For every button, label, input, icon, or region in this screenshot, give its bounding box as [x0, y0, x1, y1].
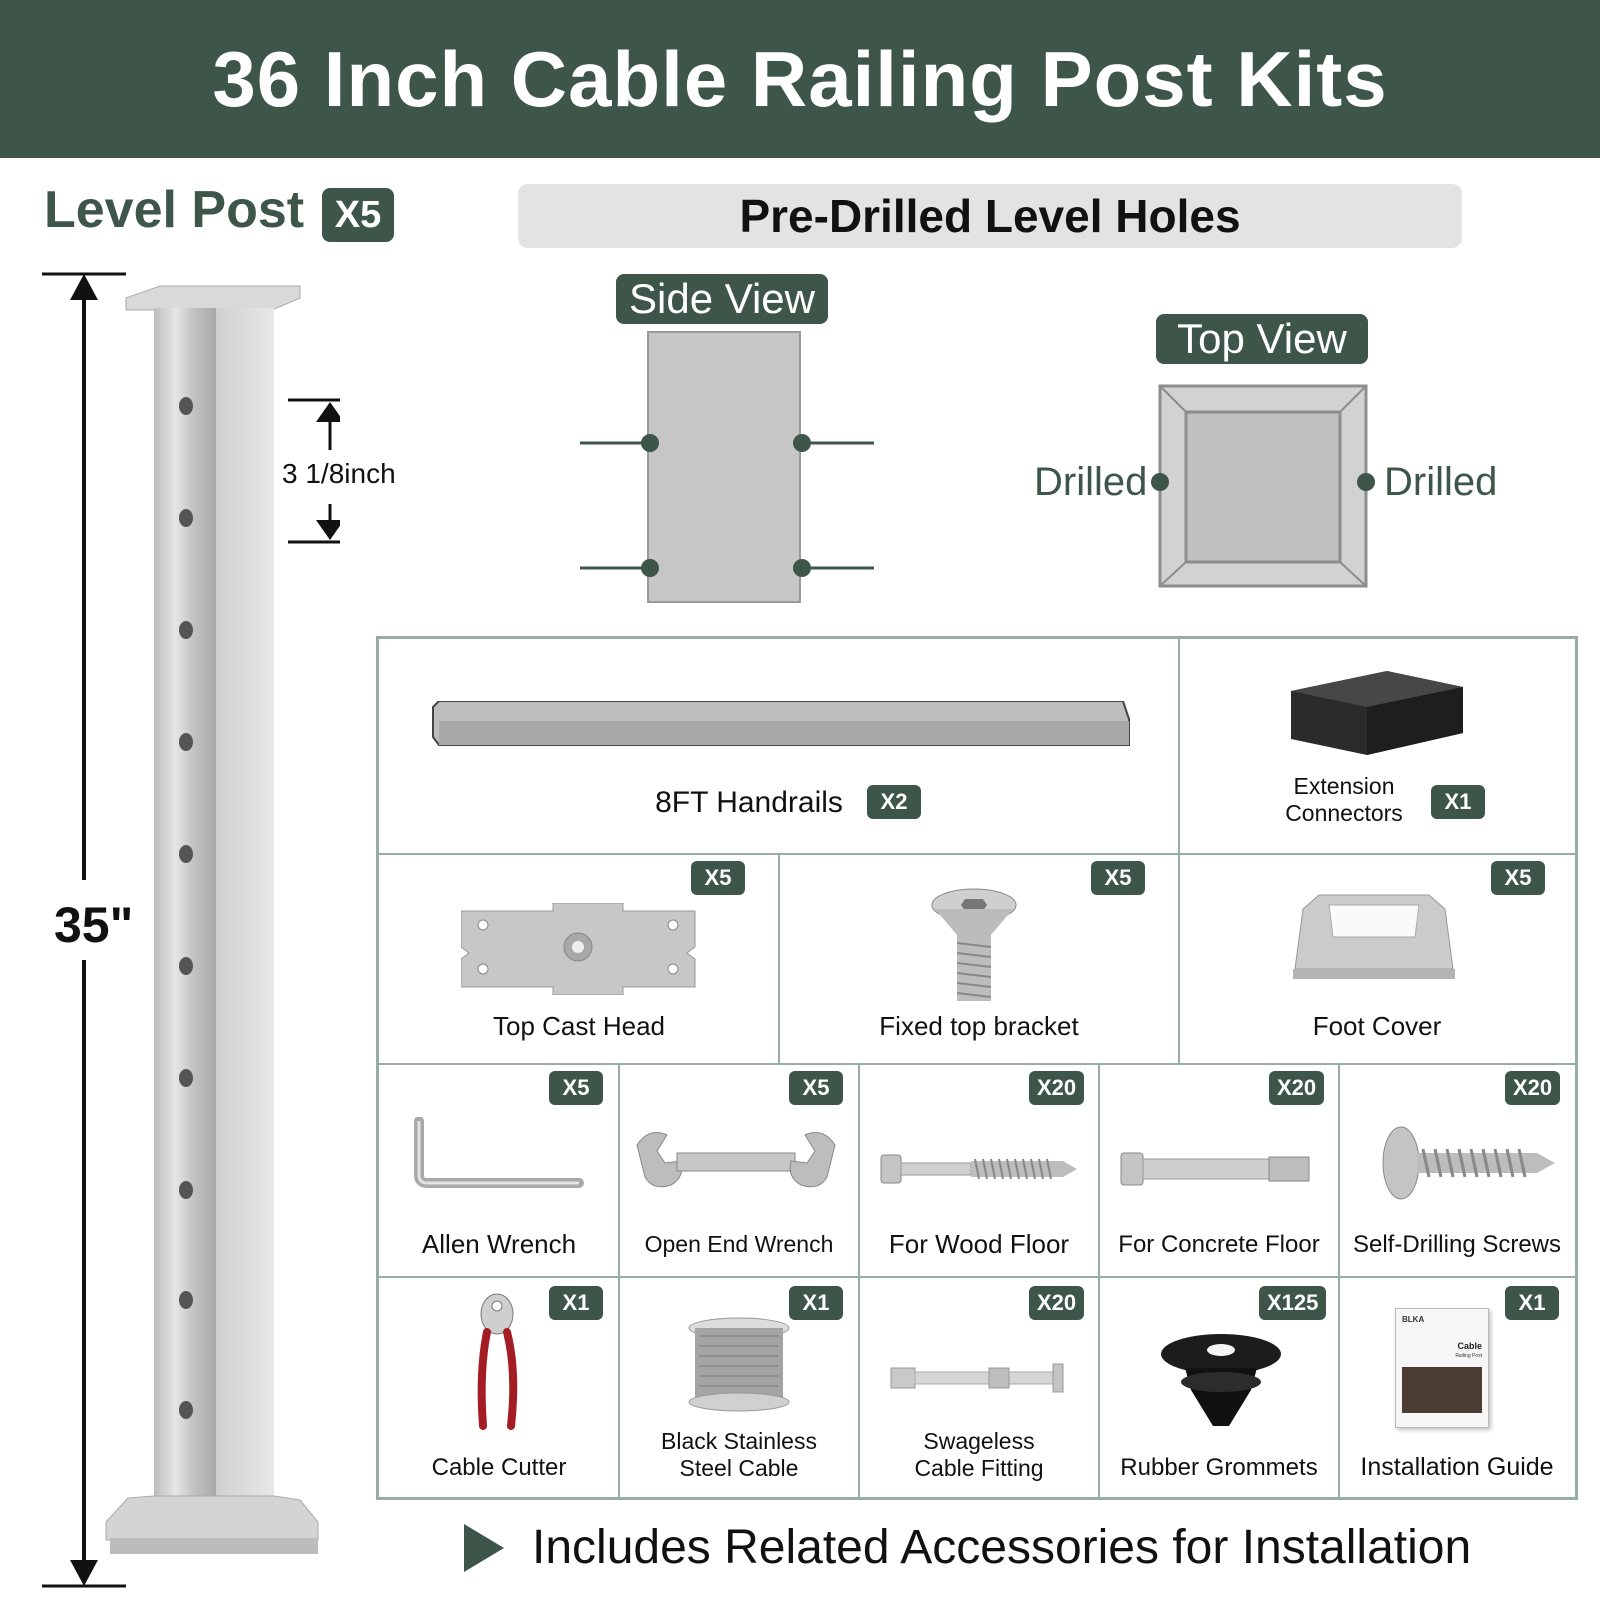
lag-screw-icon — [880, 1154, 1077, 1184]
item-label: Foot Cover — [1312, 1011, 1442, 1041]
qty-badge: X5 — [691, 861, 745, 895]
item-swageless-fitting: X20 Swageless Cable Fitting — [859, 1276, 1099, 1497]
side-view-tag: Side View — [616, 274, 828, 324]
item-label: Open End Wrench — [644, 1231, 834, 1257]
qty-badge: X5 — [1491, 861, 1545, 895]
qty-badge: X125 — [1259, 1286, 1327, 1320]
page-title: 36 Inch Cable Railing Post Kits — [0, 0, 1600, 158]
cable-cutter-icon — [477, 1293, 518, 1430]
top-cast-head-icon — [461, 903, 696, 995]
open-end-wrench-icon — [636, 1132, 836, 1188]
item-label: 8FT Handrails — [655, 786, 843, 819]
drilled-label-left: Drilled — [1034, 460, 1148, 504]
item-wood-floor: X20 For Wood Floor — [859, 1063, 1099, 1276]
qty-badge: X5 — [1091, 861, 1145, 895]
qty-badge: X20 — [1029, 1071, 1085, 1105]
item-label: Black Stainless Steel Cable — [661, 1428, 817, 1481]
hole-spacing-label: 3 1/8inch — [282, 458, 396, 489]
item-label: Allen Wrench — [421, 1229, 577, 1259]
qty-badge: X1 — [789, 1286, 843, 1320]
item-foot-cover: X5 Foot Cover — [1179, 853, 1575, 1063]
item-label: Rubber Grommets — [1120, 1454, 1318, 1481]
item-installation-guide: X1 BLKA Cable Railing Post Installation … — [1339, 1276, 1575, 1497]
qty-badge: X20 — [1505, 1071, 1561, 1105]
item-label: Fixed top bracket — [879, 1011, 1079, 1041]
qty-badge: X1 — [1431, 785, 1485, 819]
handrail-icon — [432, 701, 1130, 746]
item-extension-connectors: Extension Connectors X1 — [1179, 639, 1575, 853]
self-drilling-screw-icon — [1382, 1126, 1555, 1200]
bracket-screw-icon — [931, 888, 1017, 1001]
level-post-title: Level Post — [44, 181, 305, 239]
item-label: Installation Guide — [1360, 1453, 1554, 1481]
grommet-icon — [1161, 1334, 1281, 1426]
qty-badge: X1 — [549, 1286, 603, 1320]
cable-spool-icon — [688, 1317, 790, 1412]
qty-badge: X5 — [789, 1071, 843, 1105]
item-top-cast-head: X5 Top Cast Head — [379, 853, 779, 1063]
item-rubber-grommets: X125 Rubber Grommets — [1099, 1276, 1339, 1497]
qty-badge: X2 — [867, 785, 921, 819]
top-view-diagram — [1151, 384, 1375, 588]
foot-cover-icon — [1293, 894, 1455, 979]
item-stainless-cable: X1 Black Stainless Steel Cable — [619, 1276, 859, 1497]
item-label: Top Cast Head — [493, 1011, 665, 1041]
item-label: Self-Drilling Screws — [1352, 1231, 1562, 1258]
qty-badge: X1 — [1505, 1286, 1559, 1320]
post-height-label: 35" — [54, 897, 134, 953]
guide-subtitle: Railing Post — [1455, 1353, 1482, 1359]
top-view-tag: Top View — [1156, 314, 1368, 364]
item-fixed-top-bracket: X5 Fixed top bracket — [779, 853, 1179, 1063]
item-cable-cutter: X1 Cable Cutter — [379, 1276, 619, 1497]
guide-photo — [1402, 1367, 1482, 1413]
guide-booklet-icon: BLKA Cable Railing Post — [1395, 1308, 1489, 1428]
item-handrails: 8FT Handrails X2 — [379, 639, 1179, 853]
item-label: For Concrete Floor — [1118, 1231, 1320, 1258]
drilled-label-right: Drilled — [1384, 460, 1498, 504]
cable-fitting-icon — [890, 1363, 1064, 1393]
item-label: Swageless Cable Fitting — [914, 1428, 1044, 1481]
item-label: Extension Connectors — [1285, 773, 1403, 826]
footer-note: Includes Related Accessories for Install… — [464, 1520, 1471, 1575]
side-view-diagram — [580, 331, 874, 603]
guide-title: Cable — [1457, 1341, 1482, 1351]
item-open-end-wrench: X5 Open End Wrench — [619, 1063, 859, 1276]
anchor-bolt-icon — [1120, 1152, 1310, 1186]
holes-header: Pre-Drilled Level Holes — [518, 184, 1462, 248]
accessories-grid: 8FT Handrails X2 Extension Connectors X1… — [376, 636, 1578, 1500]
level-post-illustration — [42, 272, 340, 1588]
item-self-drilling-screws: X20 Self-Drilling Screws — [1339, 1063, 1575, 1276]
qty-badge: X5 — [549, 1071, 603, 1105]
guide-brand: BLKA — [1402, 1315, 1425, 1324]
extension-connector-icon — [1291, 671, 1463, 755]
item-concrete-floor: X20 For Concrete Floor — [1099, 1063, 1339, 1276]
item-label: For Wood Floor — [888, 1229, 1070, 1259]
item-allen-wrench: X5 Allen Wrench — [379, 1063, 619, 1276]
item-label: Cable Cutter — [431, 1454, 567, 1481]
qty-badge: X20 — [1269, 1071, 1325, 1105]
qty-badge: X20 — [1029, 1286, 1085, 1320]
level-post-qty-badge: X5 — [322, 188, 394, 242]
footer-text: Includes Related Accessories for Install… — [532, 1521, 1472, 1574]
allen-wrench-icon — [414, 1117, 584, 1188]
play-arrow-icon — [464, 1523, 504, 1572]
